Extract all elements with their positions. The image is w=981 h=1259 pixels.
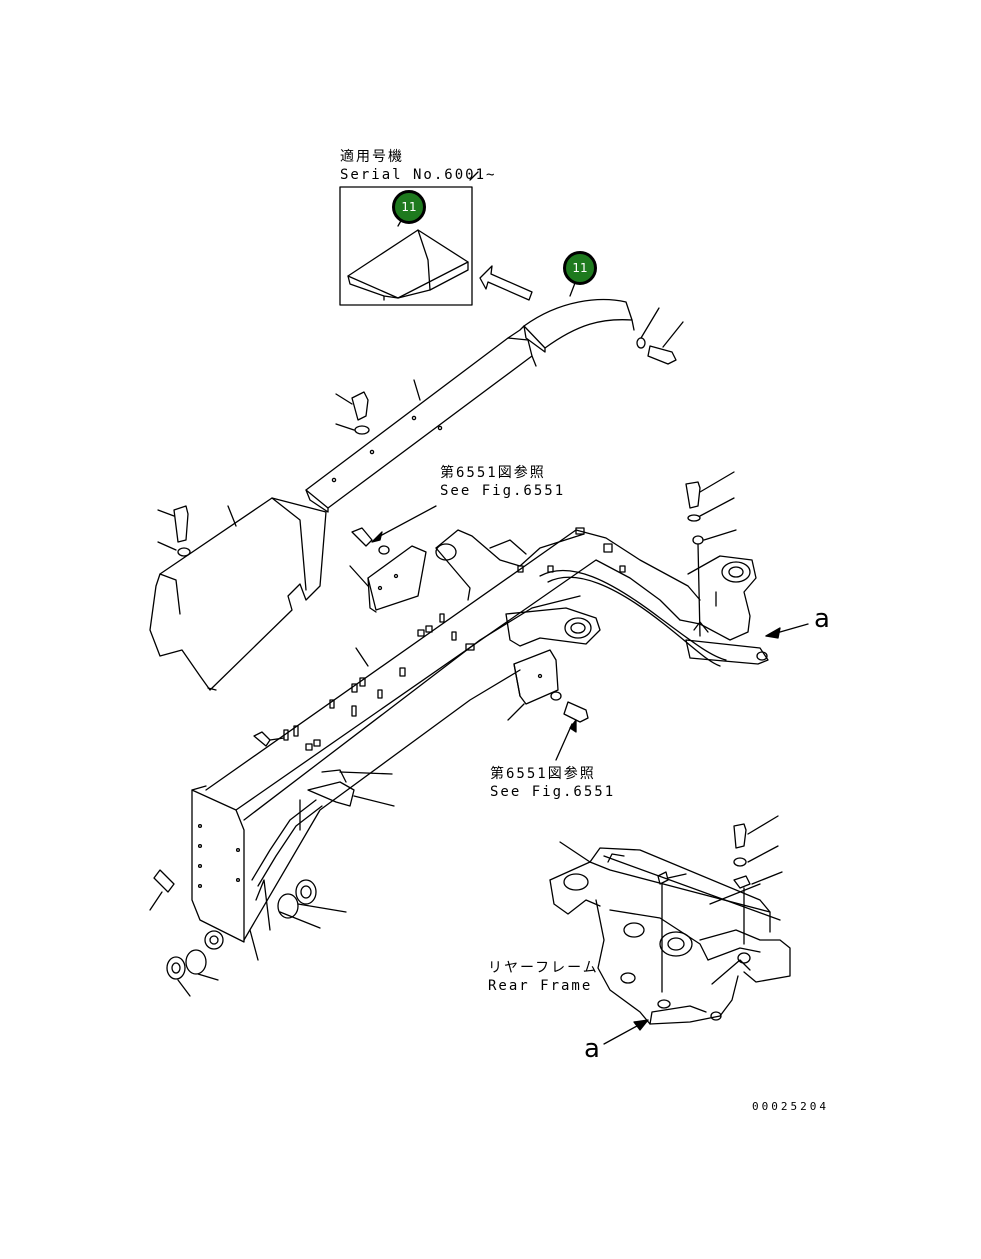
bolt-washer-right	[636, 307, 684, 365]
rear-frame-jp: リヤーフレーム	[488, 960, 599, 976]
inset-serial-label: Serial No.6001~	[340, 167, 497, 183]
callout-11-main[interactable]: 11	[563, 251, 597, 285]
bolts-rear-bracket	[685, 471, 737, 637]
view-arrow-bottom	[603, 1019, 649, 1045]
ref-upper-en: See Fig.6551	[440, 483, 566, 499]
long-top-cover	[305, 325, 537, 513]
ref-upper-jp: 第6551図参照	[440, 465, 546, 481]
main-frame	[191, 527, 769, 950]
view-marker-bottom: a	[584, 1034, 600, 1064]
ref-lower-jp: 第6551図参照	[490, 766, 596, 782]
ref-bolt-upper	[351, 505, 437, 555]
rear-frame-bolts	[657, 815, 783, 993]
bracket-plate	[349, 545, 427, 613]
rear-frame-en: Rear Frame	[488, 978, 593, 994]
direction-arrow	[479, 265, 533, 301]
ref-lower-en: See Fig.6551	[490, 784, 616, 800]
view-marker-right: a	[814, 604, 830, 634]
spacer-block	[507, 649, 589, 761]
front-fittings	[149, 869, 347, 997]
callout-11-inset[interactable]: 11	[392, 190, 426, 224]
view-arrow-right	[765, 623, 809, 639]
rear-frame	[549, 841, 791, 1025]
bolt-washer-left	[157, 505, 191, 557]
left-side-cover	[149, 497, 327, 691]
drawing-number: 00025204	[752, 1100, 829, 1113]
inset-applicable-label: 適用号機	[340, 149, 404, 165]
inset-box	[339, 186, 473, 306]
bolt-washer-upper	[335, 391, 370, 435]
